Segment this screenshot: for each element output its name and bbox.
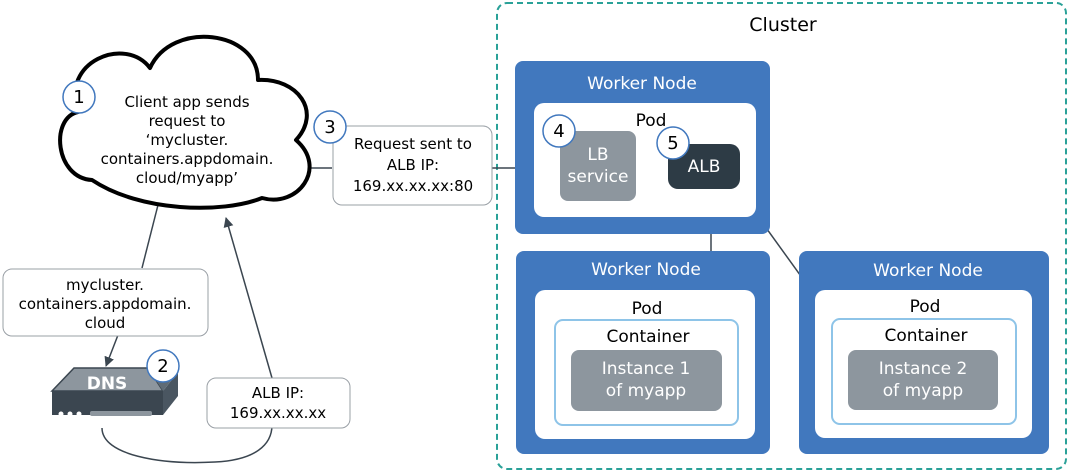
cloud-to-dns-line xyxy=(141,204,159,269)
dns-response-arrow xyxy=(223,217,273,379)
dns-led xyxy=(67,411,73,417)
step-5-badge: 5 xyxy=(656,126,690,160)
request-line-2: ALB IP: xyxy=(387,156,439,174)
dns-response-box: ALB IP: 169.xx.xx.xx xyxy=(206,377,351,429)
pod-top-label: Pod xyxy=(636,111,667,131)
step-5-number: 5 xyxy=(667,133,678,154)
worker-node-top: Worker Node Pod LB service ALB xyxy=(515,61,770,234)
alb-label: ALB xyxy=(688,157,721,177)
step-3-badge: 3 xyxy=(313,110,347,144)
client-cloud: Client app sends request to ‘mycluster. … xyxy=(58,34,312,210)
instance-2-line-1: Instance 2 xyxy=(879,359,968,379)
dns-label: DNS xyxy=(87,374,128,394)
worker-node-right: Worker Node Pod Container Instance 2 of … xyxy=(799,251,1049,454)
dns-query-line-2: containers.appdomain. xyxy=(19,295,192,313)
instance-1-line-1: Instance 1 xyxy=(602,359,691,379)
step-1-badge: 1 xyxy=(62,80,96,114)
dns-server-icon: DNS xyxy=(50,352,178,417)
request-line-3: 169.xx.xx.xx:80 xyxy=(353,177,473,195)
worker-node-right-label: Worker Node xyxy=(873,261,983,281)
lb-service-line-2: service xyxy=(568,167,629,187)
dns-query-line-1: mycluster. xyxy=(66,276,144,294)
pod-left-label: Pod xyxy=(632,299,663,319)
step-4-badge: 4 xyxy=(542,114,576,148)
worker-node-left-label: Worker Node xyxy=(591,260,701,280)
dns-slot xyxy=(90,411,152,416)
dns-led xyxy=(76,411,82,417)
dns-response-loop xyxy=(101,424,273,464)
pod-right-label: Pod xyxy=(910,297,941,317)
step-4-number: 4 xyxy=(553,121,564,142)
client-line-1: Client app sends xyxy=(124,93,249,111)
lb-service-box xyxy=(560,131,636,201)
container-left-label: Container xyxy=(606,327,689,347)
dns-response-line-1: ALB IP: xyxy=(252,384,304,402)
instance-2-line-2: of myapp xyxy=(883,381,963,401)
request-line-1: Request sent to xyxy=(354,135,472,153)
worker-node-top-label: Worker Node xyxy=(587,74,697,94)
worker-node-left: Worker Node Pod Container Instance 1 of … xyxy=(516,251,770,454)
dns-led xyxy=(58,411,64,417)
instance-1-box xyxy=(571,350,722,411)
alb-box xyxy=(668,144,740,189)
dns-query-arrow xyxy=(104,334,119,367)
client-line-4: containers.appdomain. xyxy=(101,150,274,168)
container-right-label: Container xyxy=(884,326,967,346)
step-3-number: 3 xyxy=(324,117,335,138)
step-1-number: 1 xyxy=(73,87,84,108)
client-line-3: ‘mycluster. xyxy=(146,131,229,149)
client-line-2: request to xyxy=(149,112,226,130)
step-badges: 1 2 3 4 5 xyxy=(62,80,690,383)
dns-response-line-2: 169.xx.xx.xx xyxy=(230,404,326,422)
cluster-label: Cluster xyxy=(749,14,817,36)
step-2-badge: 2 xyxy=(146,349,180,383)
step-2-number: 2 xyxy=(157,356,168,377)
request-box: Request sent to ALB IP: 169.xx.xx.xx:80 xyxy=(332,125,493,206)
instance-2-box xyxy=(848,350,998,410)
dns-query-box: mycluster. containers.appdomain. cloud xyxy=(2,268,209,337)
lb-service-line-1: LB xyxy=(587,145,608,165)
client-text: Client app sends request to ‘mycluster. … xyxy=(101,93,274,187)
cluster-boundary: Cluster xyxy=(496,2,1067,470)
client-line-5: cloud/myapp’ xyxy=(136,169,238,187)
instance-1-line-2: of myapp xyxy=(606,381,686,401)
dns-query-line-3: cloud xyxy=(85,314,126,332)
